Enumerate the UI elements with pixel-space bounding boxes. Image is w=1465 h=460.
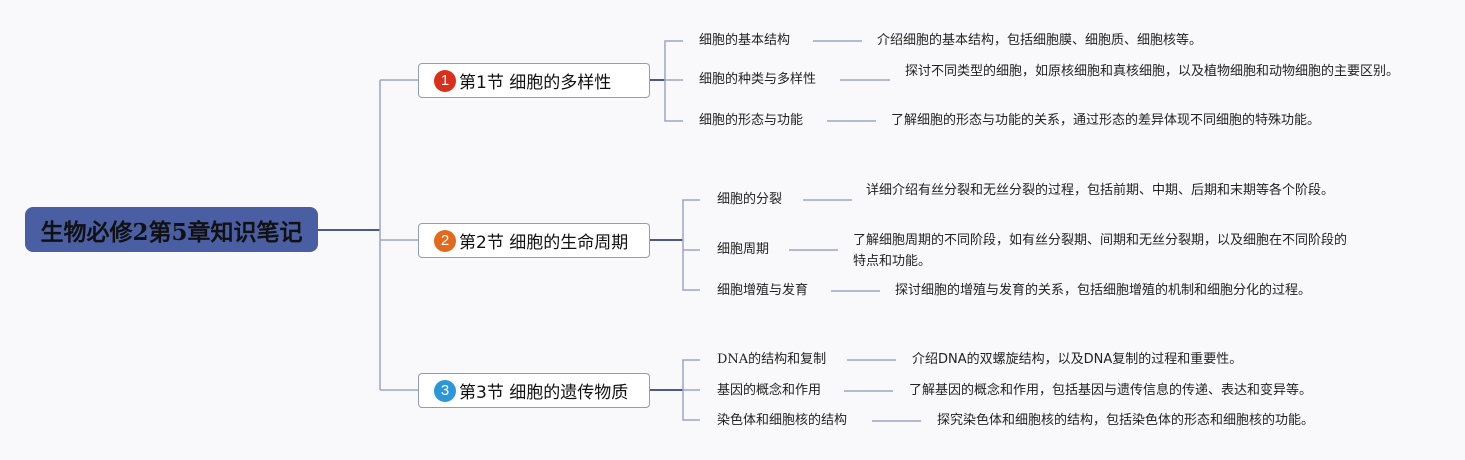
topic-description[interactable]: 探究染色体和细胞核的结构，包括染色体的形态和细胞核的功能。 — [937, 413, 1315, 428]
sec2-bracket — [682, 199, 700, 291]
topic-description[interactable]: 详细介绍有丝分裂和无丝分裂的过程，包括前期、中期、后期和末期等各个阶段。 — [866, 183, 1335, 198]
topic-description[interactable]: 了解基因的概念和作用，包括基因与遗传信息的传递、表达和变异等。 — [909, 383, 1313, 398]
root-node[interactable]: 生物必修2第5章知识笔记 — [25, 207, 318, 252]
topic-node[interactable]: DNA的结构和复制 — [717, 352, 827, 367]
topic-description[interactable]: 了解细胞周期的不同阶段，如有丝分裂期、间期和无丝分裂期，以及细胞在不同阶段的特点… — [853, 233, 1348, 269]
topic-description[interactable]: 了解细胞的形态与功能的关系，通过形态的差异体现不同细胞的特殊功能。 — [891, 113, 1321, 128]
topic-description[interactable]: 介绍细胞的基本结构，包括细胞膜、细胞质、细胞核等。 — [877, 33, 1203, 48]
topic-node[interactable]: 细胞增殖与发育 — [717, 283, 809, 298]
root-title: 生物必修2第5章知识笔记 — [40, 218, 303, 246]
topic-description[interactable]: 探讨细胞的增殖与发育的关系，包括细胞增殖的机制和细胞分化的过程。 — [895, 283, 1312, 298]
sec1-bracket — [664, 40, 683, 122]
topic-node[interactable]: 细胞的种类与多样性 — [699, 72, 817, 87]
priority-3-icon: 3 — [434, 379, 456, 402]
topic-node[interactable]: 细胞的分裂 — [717, 192, 783, 207]
priority-1-icon: 1 — [434, 69, 456, 92]
sec3-bracket — [682, 359, 700, 421]
topic-description[interactable]: 介绍DNA的双螺旋结构，以及DNA复制的过程和重要性。 — [912, 352, 1243, 367]
topic-description[interactable]: 探讨不同类型的细胞，如原核细胞和真核细胞，以及植物细胞和动物细胞的主要区别。 — [905, 64, 1400, 79]
section-title: 第3节 细胞的遗传物质 — [459, 383, 629, 403]
section-node-3[interactable]: 3 第3节 细胞的遗传物质 — [418, 373, 650, 408]
topic-node[interactable]: 细胞的基本结构 — [699, 33, 791, 48]
topic-node[interactable]: 细胞周期 — [717, 242, 770, 257]
topic-node[interactable]: 染色体和细胞核的结构 — [717, 413, 848, 428]
topic-node[interactable]: 基因的概念和作用 — [717, 383, 822, 398]
section-node-1[interactable]: 1 第1节 细胞的多样性 — [418, 63, 650, 98]
section-title: 第2节 细胞的生命周期 — [459, 233, 629, 253]
priority-2-icon: 2 — [434, 229, 456, 252]
topic-node[interactable]: 细胞的形态与功能 — [699, 113, 804, 128]
section-node-2[interactable]: 2 第2节 细胞的生命周期 — [418, 223, 650, 258]
section-title: 第1节 细胞的多样性 — [459, 73, 612, 93]
